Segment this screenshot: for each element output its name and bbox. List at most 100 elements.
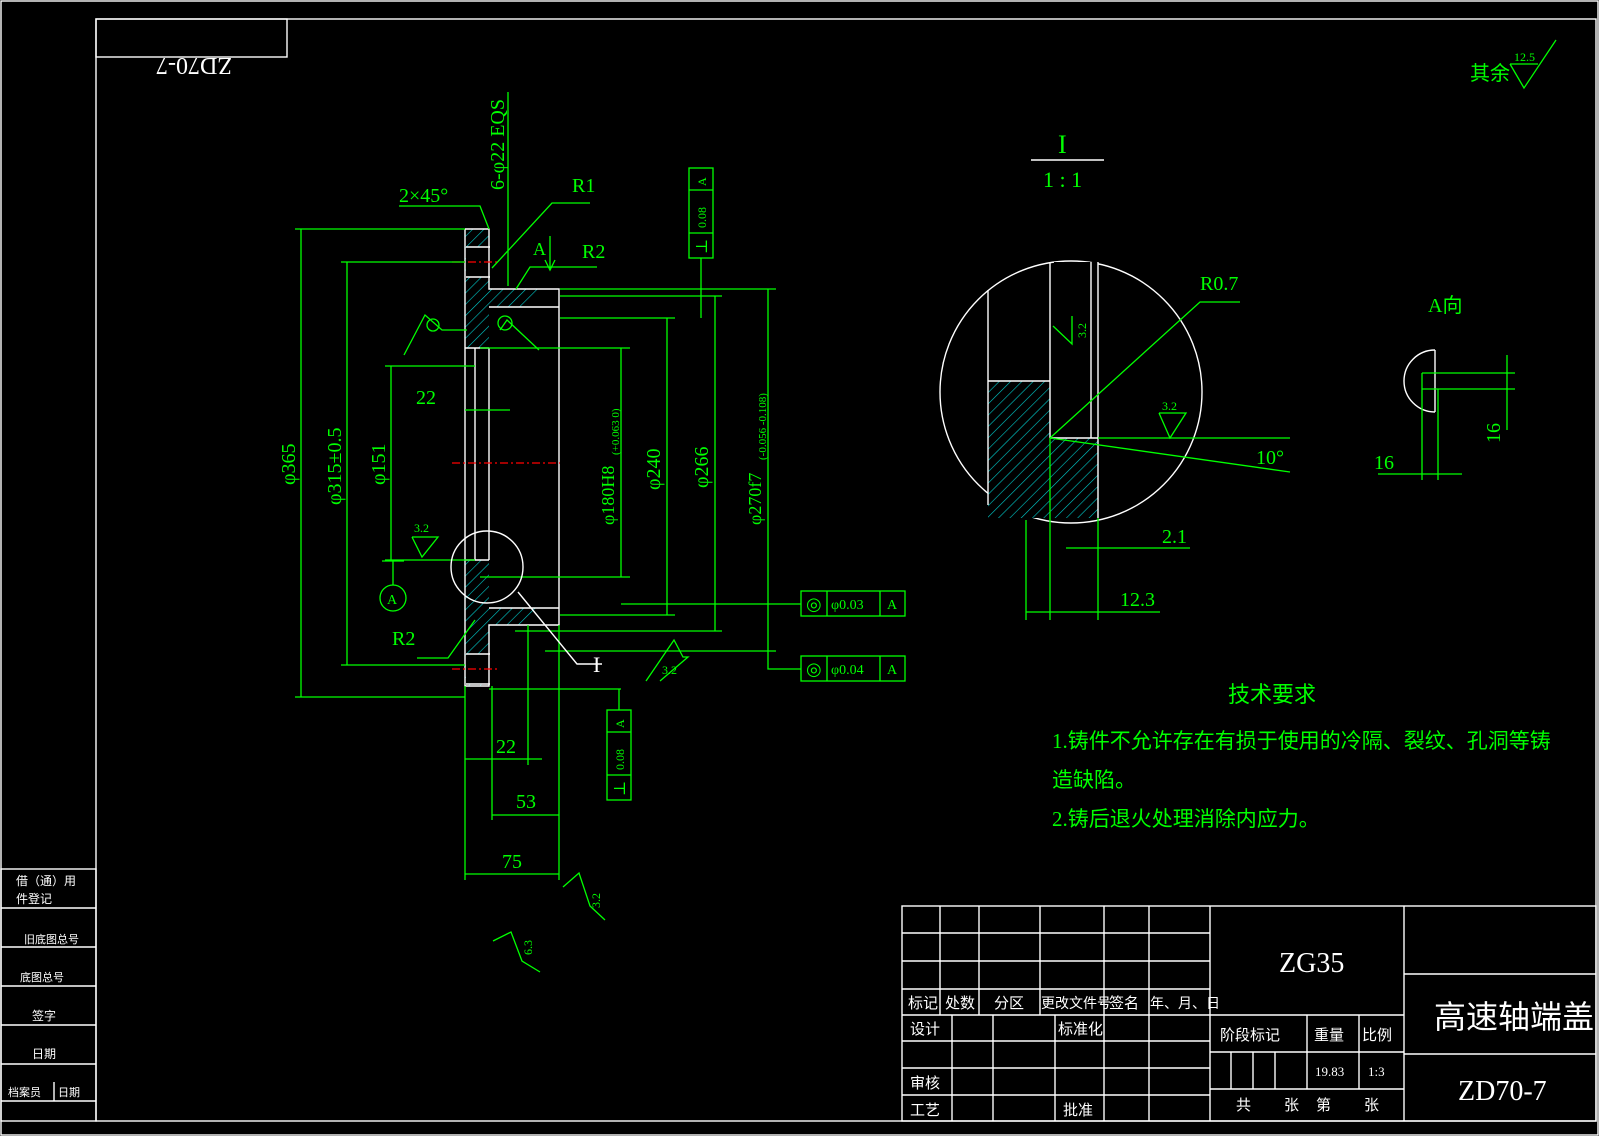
tol-runout-1-symbol: ◎	[806, 594, 822, 614]
dim-r1: R1	[572, 175, 595, 197]
tol-runout-2-symbol: ◎	[806, 659, 822, 679]
dim-d266: φ266	[691, 446, 713, 488]
view-a-d16-horizontal: 16	[1374, 452, 1394, 474]
dim-holes: 6-φ22 EQS	[487, 99, 509, 190]
dim-r2-bottom: R2	[392, 628, 415, 650]
notes-heading: 技术要求	[1228, 682, 1316, 707]
title-approve: 批准	[1063, 1102, 1093, 1119]
title-standardize: 标准化	[1058, 1021, 1103, 1038]
notes-line-1b: 造缺陷。	[1052, 768, 1136, 792]
tol-top-value: 0.08	[695, 207, 709, 228]
dim-w75: 75	[502, 851, 522, 873]
dim-chamfer: 2×45°	[399, 185, 448, 207]
detail-angle: 10°	[1256, 447, 1284, 469]
title-scale-label: 比例	[1362, 1027, 1392, 1044]
roughness-rest-label: 其余	[1470, 62, 1510, 85]
notes-line-2: 2.铸后退火处理消除内应力。	[1052, 807, 1320, 831]
title-sheets-no: 第	[1316, 1096, 1331, 1114]
dim-d151: φ151	[368, 443, 390, 485]
mirror-drawing-number: ZD70-7	[156, 52, 232, 78]
tol-runout-2-datum: A	[887, 663, 898, 678]
side-date: 日期	[32, 1047, 56, 1061]
side-archivist: 档案员	[8, 1085, 41, 1099]
tol-bottom-datum: A	[613, 719, 627, 728]
title-material: ZG35	[1279, 948, 1344, 979]
detail-label: I	[1058, 130, 1067, 159]
side-old-total: 旧底图总号	[24, 932, 79, 946]
view-a-label: A向	[1428, 294, 1462, 317]
tol-runout-1-value: φ0.03	[831, 598, 864, 613]
rough-32-bottom: 3.2	[662, 663, 677, 677]
tolerance-frame-runout-1: ◎ φ0.03 A	[621, 590, 906, 617]
notes-line-1: 1.铸件不允许存在有损于使用的冷隔、裂纹、孔洞等铸	[1052, 729, 1551, 753]
detail-callout-label: I	[593, 652, 600, 677]
title-drawing-number: ZD70-7	[1458, 1076, 1547, 1107]
title-sheets-unit-1: 张	[1284, 1097, 1299, 1114]
roughness-rest-value: 12.5	[1514, 50, 1535, 64]
title-sheets-unit-2: 张	[1364, 1097, 1379, 1114]
rough-32-left: 3.2	[414, 521, 429, 535]
title-stage: 阶段标记	[1220, 1027, 1280, 1044]
title-review: 审核	[910, 1075, 940, 1092]
side-block: 借（通）用 件登记 旧底图总号 底图总号 签字 日期 档案员 日期	[0, 868, 97, 1122]
view-arrow-a: A	[533, 239, 546, 259]
tol-runout-1-datum: A	[887, 598, 898, 613]
title-block	[901, 905, 1597, 1122]
tol-bottom-symbol: ⊥	[612, 781, 629, 796]
title-header-date: 年、月、日	[1150, 996, 1220, 1012]
dim-d365: φ365	[278, 443, 300, 485]
title-scale: 1:3	[1368, 1064, 1385, 1079]
tol-top-datum: A	[695, 177, 709, 186]
dim-r2-top: R2	[582, 241, 605, 263]
tol-top-symbol: ⊥	[694, 239, 711, 254]
detail-callout-circle	[450, 530, 524, 604]
detail-d21: 2.1	[1162, 526, 1187, 548]
tolerance-frame-top: ⊥ 0.08 A	[688, 167, 714, 318]
rough-63: 6.3	[521, 940, 535, 955]
tolerance-frame-runout-2: ◎ φ0.04 A	[767, 651, 906, 682]
title-design: 设计	[910, 1021, 940, 1038]
side-borrow: 借（通）用	[16, 874, 76, 888]
datum-a: A	[387, 593, 398, 608]
dim-d315: φ315±0.5	[324, 427, 346, 505]
dim-d270-tol: (-0.056 -0.108)	[757, 393, 769, 460]
detail-rough-a: 3.2	[1075, 323, 1089, 338]
side-date-2: 日期	[58, 1086, 80, 1099]
tol-bottom-value: 0.08	[613, 749, 627, 770]
view-a-d16-vertical: 16	[1483, 423, 1505, 443]
dim-d180-tol: (+0.063 0)	[610, 408, 622, 455]
title-header-sign: 签名	[1109, 995, 1139, 1012]
dim-w22-bottom: 22	[496, 736, 516, 758]
dim-d240: φ240	[643, 448, 665, 490]
side-register: 件登记	[16, 891, 52, 906]
title-header-change-doc: 更改文件号	[1041, 996, 1111, 1012]
tol-runout-2-value: φ0.04	[831, 663, 864, 678]
rough-32-face: 3.2	[589, 893, 603, 908]
title-sheets-total: 共	[1236, 1097, 1251, 1114]
title-weight-label: 重量	[1314, 1027, 1344, 1044]
roughness-rest: 其余 12.5	[1470, 39, 1557, 90]
dim-w53: 53	[516, 791, 536, 813]
main-section-view	[295, 92, 776, 973]
title-process: 工艺	[910, 1102, 940, 1119]
tolerance-frame-bottom: ⊥ 0.08 A	[606, 689, 632, 801]
detail-view	[939, 159, 1291, 620]
title-header-mark: 标记	[908, 995, 938, 1012]
view-a	[1378, 349, 1515, 480]
dim-d180: φ180H8	[598, 466, 618, 525]
title-weight: 19.83	[1315, 1064, 1344, 1079]
title-header-count: 处数	[945, 995, 975, 1012]
side-base-total: 底图总号	[20, 970, 64, 984]
detail-r07: R0.7	[1200, 273, 1238, 295]
mirror-number-box	[95, 18, 288, 58]
detail-rough-b: 3.2	[1162, 399, 1177, 413]
detail-scale: 1 : 1	[1043, 167, 1082, 192]
title-header-zone: 分区	[994, 995, 1024, 1012]
side-sign: 签字	[32, 1008, 56, 1023]
title-part-name: 高速轴端盖	[1434, 999, 1594, 1035]
dim-d270: φ270f7	[745, 473, 765, 525]
detail-d123: 12.3	[1120, 589, 1155, 611]
drawing-frame	[95, 18, 1597, 1122]
